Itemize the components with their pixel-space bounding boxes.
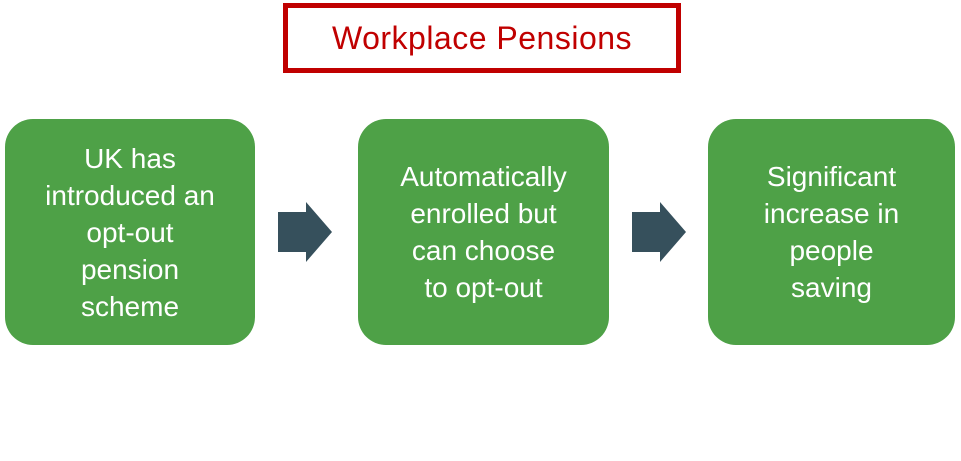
step-text: UK has introduced an opt-out pension sch… [45, 142, 215, 322]
arrow-right-icon [278, 202, 332, 262]
step-text: Significant increase in people saving [763, 161, 900, 303]
arrow-right-shape [632, 202, 686, 262]
arrow-right-shape [278, 202, 332, 262]
title-box: Workplace Pensions [283, 3, 681, 73]
step-box-uk-opt-out-scheme: UK has introduced an opt-out pension sch… [5, 119, 255, 345]
step-box-increase-saving: Significant increase in people saving [708, 119, 955, 345]
arrow-right-icon [632, 202, 686, 262]
page-title: Workplace Pensions [331, 19, 633, 56]
step-box-auto-enrolled: Automatically enrolled but can choose to… [358, 119, 609, 345]
step-text: Automatically enrolled but can choose to… [400, 161, 567, 303]
